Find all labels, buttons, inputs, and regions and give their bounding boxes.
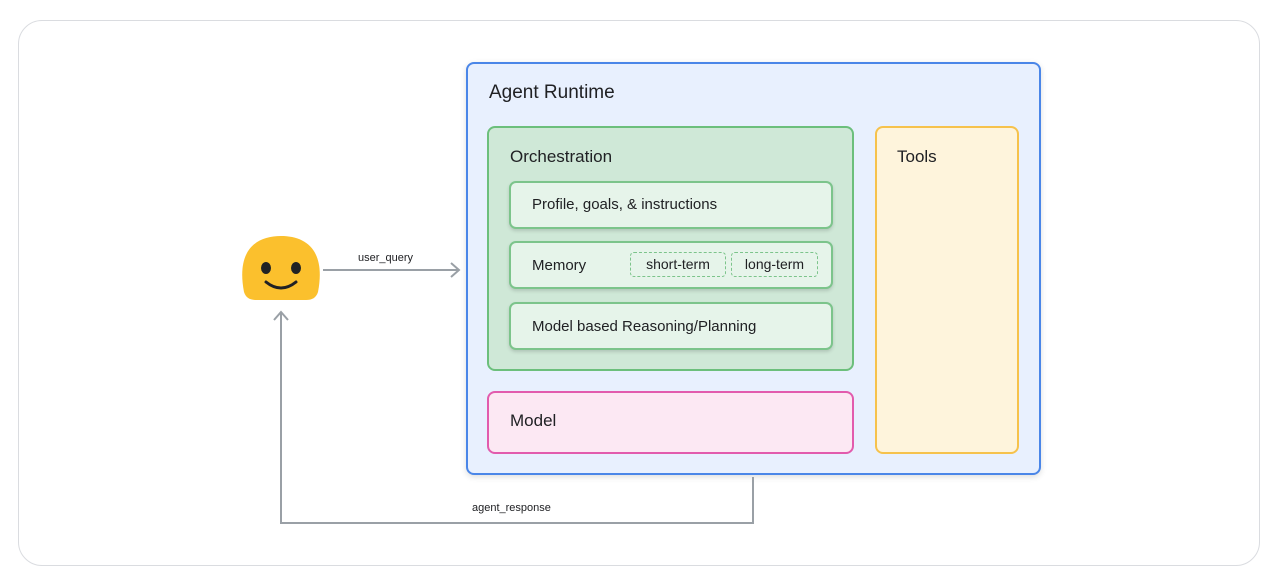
memory-label: Memory — [532, 257, 587, 274]
agent-response-arrow — [273, 310, 754, 524]
user-query-label: user_query — [358, 252, 414, 264]
user-query-arrow — [323, 262, 461, 278]
tools-box — [875, 126, 1019, 454]
tools-label: Tools — [897, 147, 937, 166]
profile-goals-card — [509, 181, 833, 229]
profile-goals-label: Profile, goals, & instructions — [532, 196, 718, 213]
memory-card — [509, 241, 833, 289]
model-label: Model — [510, 411, 557, 430]
agent-response-label: agent_response — [472, 502, 551, 514]
smiley-face-icon — [242, 236, 320, 300]
reasoning-card — [509, 302, 833, 350]
long-term-tag: long-term — [731, 252, 818, 277]
short-term-tag: short-term — [630, 252, 726, 277]
orchestration-title: Orchestration — [510, 147, 613, 166]
reasoning-label: Model based Reasoning/Planning — [532, 318, 757, 335]
agent-runtime-title: Agent Runtime — [489, 82, 615, 103]
model-box — [487, 391, 854, 454]
